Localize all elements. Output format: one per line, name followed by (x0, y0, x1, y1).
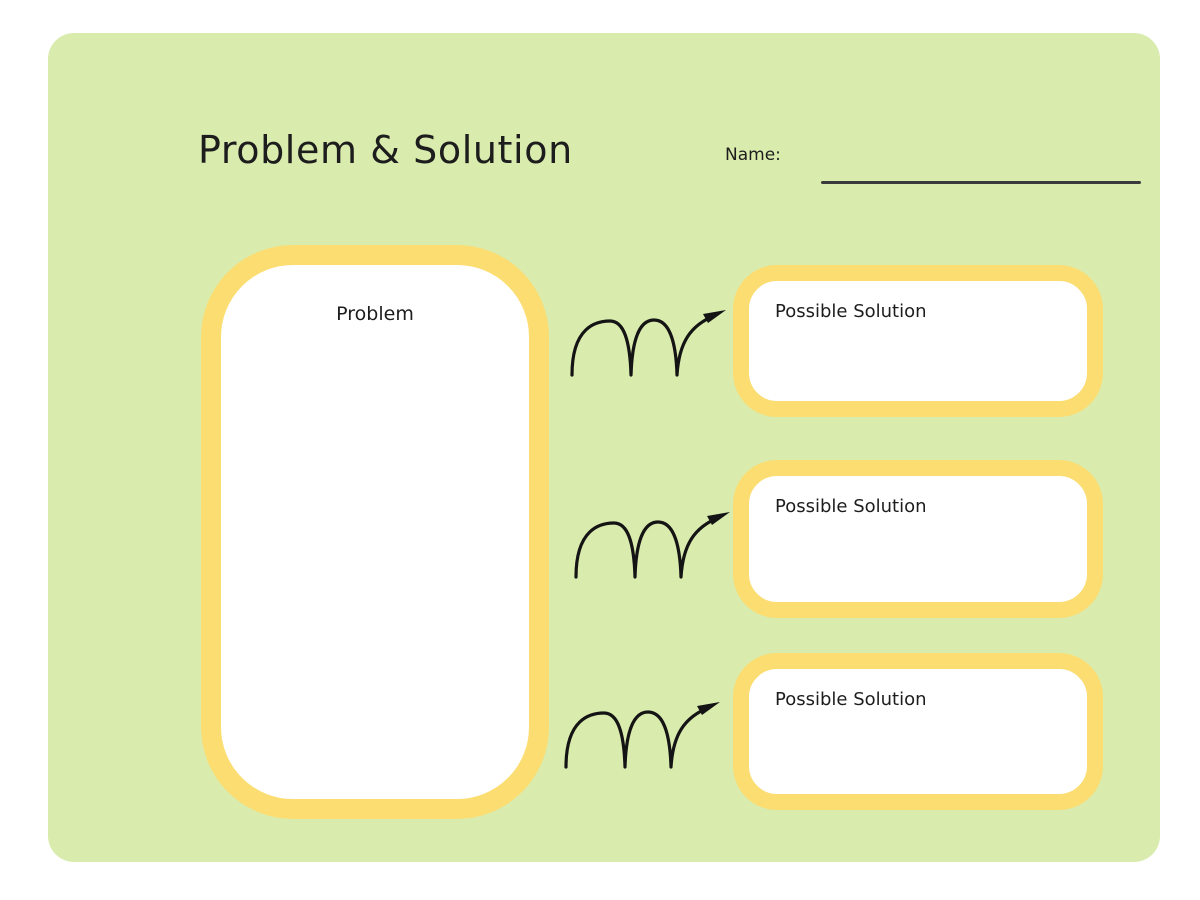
bouncy-arrow-icon-3 (564, 702, 720, 769)
solution-label-1: Possible Solution (775, 301, 927, 322)
solution-box-2[interactable]: Possible Solution (733, 460, 1103, 618)
problem-label: Problem (336, 303, 414, 325)
bouncy-arrow-icon-2 (574, 512, 730, 579)
bouncy-arrow-icon-1 (570, 310, 726, 377)
name-label: Name: (725, 145, 781, 165)
solution-box-3[interactable]: Possible Solution (733, 653, 1103, 810)
page-title: Problem & Solution (198, 128, 573, 172)
solution-box-1[interactable]: Possible Solution (733, 265, 1103, 417)
solution-label-2: Possible Solution (775, 496, 927, 517)
worksheet-card: Problem & Solution Name: Problem Possibl… (48, 33, 1160, 862)
name-input-line[interactable] (821, 181, 1141, 184)
solution-label-3: Possible Solution (775, 689, 927, 710)
problem-box[interactable]: Problem (201, 245, 549, 819)
